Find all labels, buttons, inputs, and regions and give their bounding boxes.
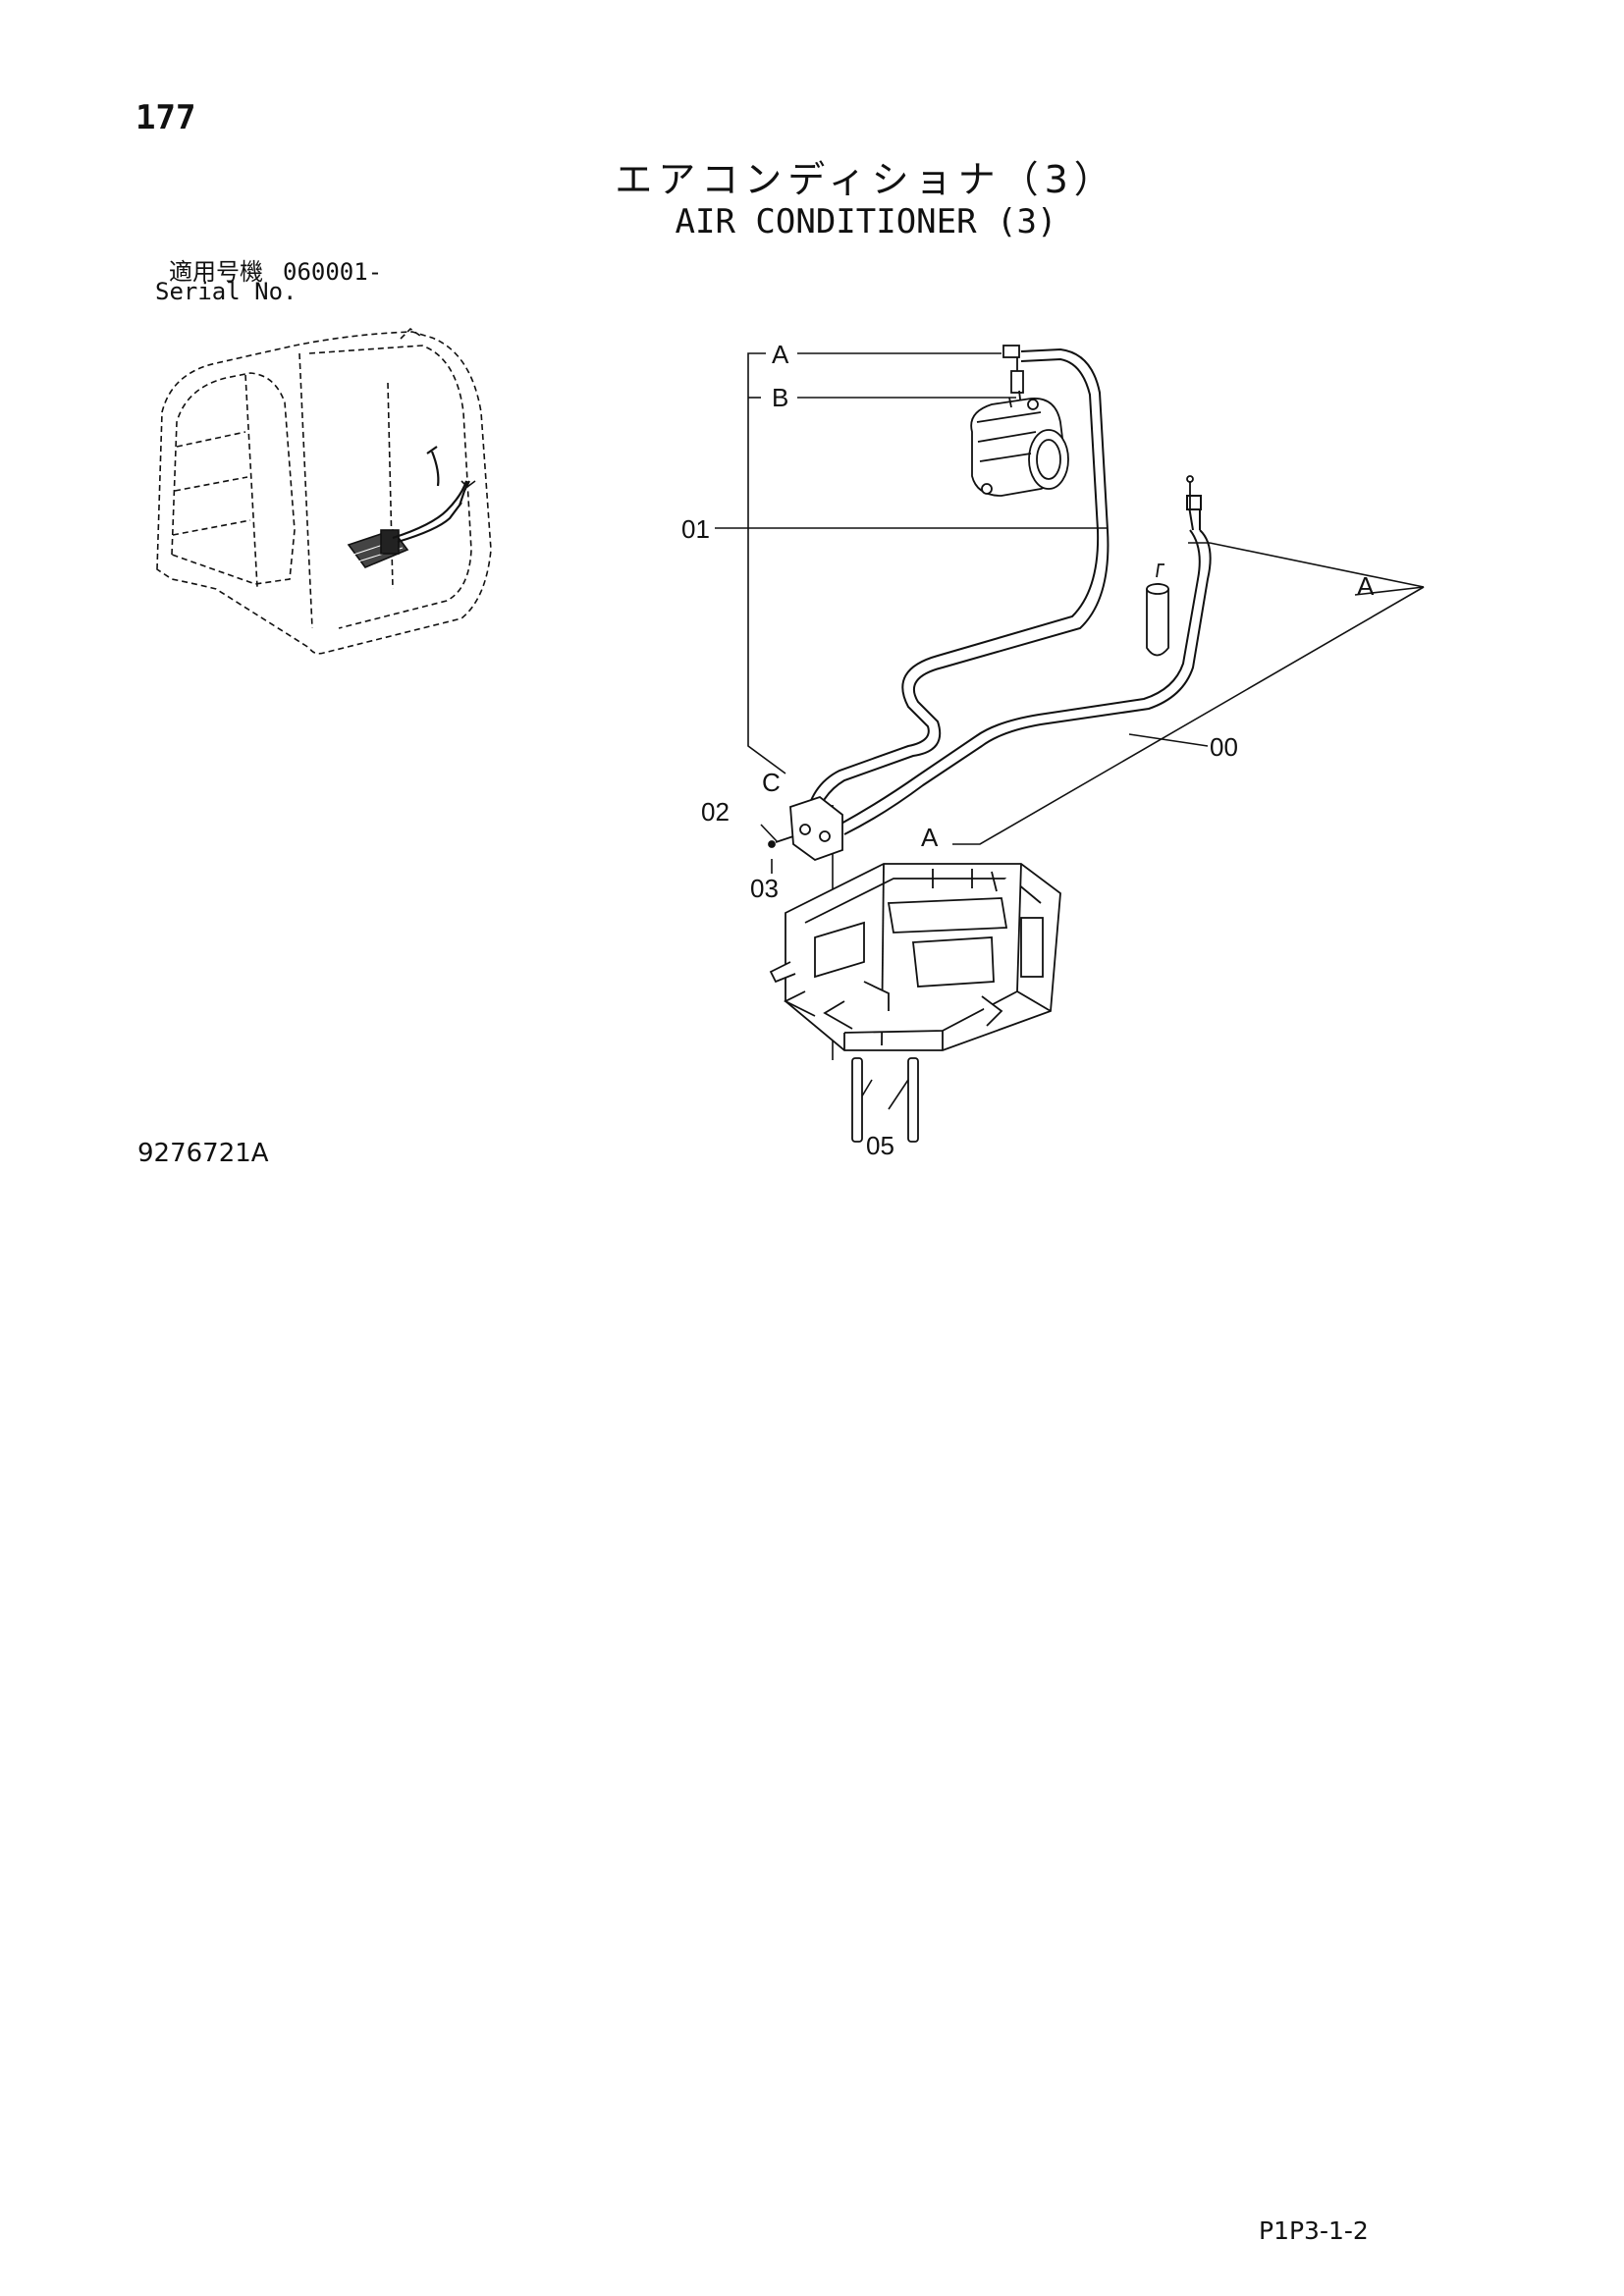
evaporator-unit — [769, 863, 1061, 1051]
thumbnail-pipes — [392, 446, 476, 544]
connector-block — [768, 795, 843, 862]
label-02: 02 — [701, 797, 730, 827]
page-number: 177 — [135, 98, 196, 137]
label-b: B — [772, 383, 788, 412]
cab-location-thumbnail — [156, 327, 492, 655]
label-a-top: A — [772, 340, 789, 369]
hose-01 — [804, 347, 1110, 826]
receiver-drier — [1146, 475, 1194, 657]
label-a-mid: A — [921, 823, 939, 852]
serial-range: 060001- — [283, 258, 383, 286]
hose-00 — [839, 495, 1212, 835]
label-03: 03 — [750, 874, 779, 903]
page-title-en: AIR CONDITIONER (3) — [675, 202, 1057, 241]
page-title-jp: エアコンディショナ（3） — [615, 158, 1117, 201]
diagram-id: 9276721A — [137, 1139, 269, 1168]
top-fittings — [1002, 345, 1024, 408]
leader-lines — [715, 352, 1425, 1110]
label-01: 01 — [681, 514, 710, 544]
serial-label-en: Serial No. — [155, 278, 298, 305]
label-c: C — [762, 768, 781, 797]
thumbnail-highlight — [347, 529, 409, 568]
label-00: 00 — [1210, 732, 1238, 762]
page-code: P1P3-1-2 — [1259, 2216, 1369, 2245]
serial-label-jp: 適用号機 060001- — [169, 252, 382, 287]
serial-label-jp-text: 適用号機 — [169, 258, 263, 286]
drain-hoses — [851, 1057, 919, 1143]
label-05: 05 — [866, 1131, 894, 1160]
label-a-right: A — [1357, 571, 1375, 601]
compressor — [970, 397, 1069, 497]
